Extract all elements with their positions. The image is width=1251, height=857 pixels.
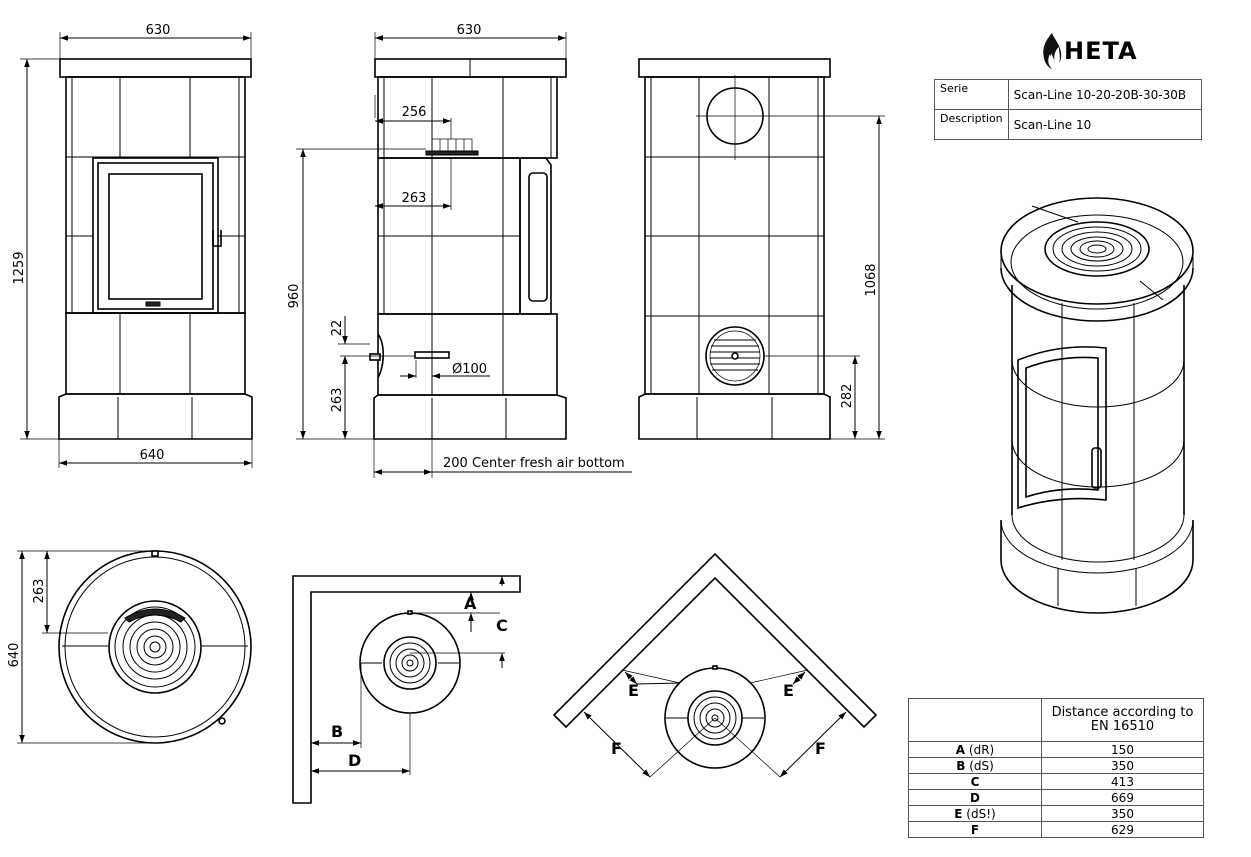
front-view: 630 1259 640 xyxy=(12,23,253,468)
iso-top-grille xyxy=(1044,221,1150,277)
dim-plan-depth-top: 263 xyxy=(32,579,47,604)
info-value: Scan-Line 10-20-20B-30-30B xyxy=(1007,79,1203,110)
dim-side-air-diameter: Ø100 xyxy=(452,362,487,377)
distance-suffix: (dR) xyxy=(968,742,995,757)
distance-row: C 413 xyxy=(908,773,1204,790)
distance-table-header: Distance according to EN 16510 xyxy=(1041,698,1204,742)
clearance-label-f-right: F xyxy=(815,739,826,758)
distance-letter: A xyxy=(955,742,966,757)
clearance-label-e-right: E xyxy=(783,681,794,700)
distance-suffix: (dS!) xyxy=(966,806,996,821)
dim-side-air-offset: 22 xyxy=(330,320,345,337)
info-value: Scan-Line 10 xyxy=(1007,109,1203,140)
dim-side-air-height: 263 xyxy=(330,388,345,413)
dim-front-width-bottom: 640 xyxy=(140,448,165,463)
clearance-corner-diagram: E E F F xyxy=(552,552,878,778)
dim-side-outlet-height: 960 xyxy=(287,284,302,309)
clearance-wall-diagram: A C B D xyxy=(292,575,521,804)
clearance-label-a: A xyxy=(464,594,477,613)
distance-row: E (dS!) 350 xyxy=(908,805,1204,822)
distance-value: 350 xyxy=(1041,757,1204,774)
dim-side-outlet-bottom-offset: 263 xyxy=(402,191,427,206)
rear-view: 1068 282 xyxy=(638,58,885,440)
dim-side-width-top: 630 xyxy=(457,23,482,38)
info-label: Serie xyxy=(934,79,1009,110)
distance-value: 629 xyxy=(1041,821,1204,838)
clearance-label-b: B xyxy=(331,722,343,741)
distance-letter: F xyxy=(970,822,980,837)
info-row-description: Description Scan-Line 10 xyxy=(934,109,1203,140)
distance-row: A (dR) 150 xyxy=(908,741,1204,758)
distance-value: 669 xyxy=(1041,789,1204,806)
clearance-label-f-left: F xyxy=(611,739,622,758)
plan-view: 263 640 xyxy=(7,550,252,744)
flame-icon xyxy=(1043,33,1062,69)
distance-row: F 629 xyxy=(908,821,1204,838)
info-table: Serie Scan-Line 10-20-20B-30-30B Descrip… xyxy=(934,79,1203,140)
distance-row: D 669 xyxy=(908,789,1204,806)
info-row-serie: Serie Scan-Line 10-20-20B-30-30B xyxy=(934,79,1203,110)
dim-front-height: 1259 xyxy=(12,251,27,284)
dim-rear-outlet-height: 1068 xyxy=(864,263,879,296)
distance-letter: C xyxy=(970,774,980,789)
dim-plan-depth: 640 xyxy=(7,643,22,668)
distance-table-corner xyxy=(908,698,1042,742)
distance-value: 150 xyxy=(1041,741,1204,758)
isometric-view xyxy=(1000,197,1194,614)
distance-letter: E xyxy=(954,806,963,821)
distance-value: 350 xyxy=(1041,805,1204,822)
distance-value: 413 xyxy=(1041,773,1204,790)
distance-letter: B xyxy=(956,758,966,773)
dim-front-width-top: 630 xyxy=(146,23,171,38)
brand-logo: HETA xyxy=(1040,30,1138,72)
distance-table-header-row: Distance according to EN 16510 xyxy=(908,698,1204,742)
dim-side-outlet-top-offset: 256 xyxy=(402,105,427,120)
clearance-label-d: D xyxy=(348,751,361,770)
info-label: Description xyxy=(934,109,1009,140)
dim-side-air-note: 200 Center fresh air bottom xyxy=(443,456,625,471)
plan-top-grille xyxy=(108,600,202,694)
distance-letter: D xyxy=(970,790,980,805)
distance-suffix: (dS) xyxy=(969,758,994,773)
distance-table: Distance according to EN 16510 A (dR) 15… xyxy=(908,698,1204,838)
clearance-label-c: C xyxy=(496,616,508,635)
brand-wordmark: HETA xyxy=(1064,37,1138,65)
dim-rear-air-height: 282 xyxy=(840,384,855,409)
distance-row: B (dS) 350 xyxy=(908,757,1204,774)
clearance-label-e-left: E xyxy=(628,681,639,700)
side-view: 630 256 263 960 22 263 Ø100 200 Center f… xyxy=(287,23,632,478)
